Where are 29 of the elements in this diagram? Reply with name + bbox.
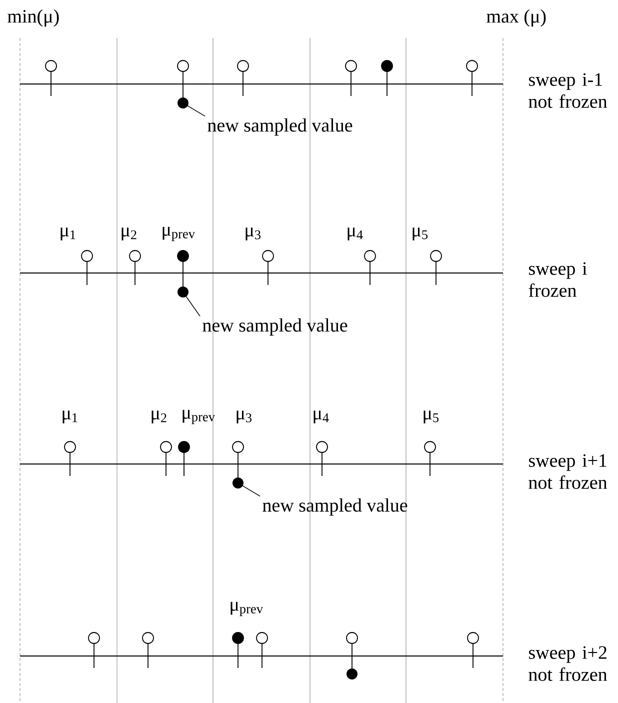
annotation-text: new sampled value — [262, 498, 408, 516]
symbol-label: μ$_{prev}$ — [162, 226, 196, 242]
symbol-label: μ$_{5}$ — [424, 410, 439, 424]
annotation-text: new sampled value — [208, 118, 352, 136]
symbol-label: μ$_{1}$ — [62, 410, 78, 424]
annotation-text: new sampled value — [202, 318, 348, 336]
sample-dot — [232, 478, 244, 488]
symbol-label: μ$_{4}$ — [314, 410, 329, 424]
axis-label: max (μ) — [486, 9, 546, 27]
symbol-label: μ$_{2}$ — [152, 410, 166, 424]
row-label: sweep i+1 not frozen — [528, 454, 608, 489]
symbol-label: μ$_{3}$ — [236, 410, 252, 424]
symbol-label: μ$_{prev}$ — [230, 602, 264, 616]
leader-line — [186, 105, 206, 117]
symbol-label: μ$_{2}$ — [122, 228, 136, 240]
sample-dot — [346, 668, 358, 680]
axis-label: min(μ) — [8, 9, 59, 27]
symbol-label: μ$_{prev}$ — [182, 410, 216, 424]
row-label: sweep i+2 not frozen — [528, 646, 608, 681]
sample-dot — [178, 98, 188, 108]
leader-line — [242, 485, 260, 497]
symbol-label: μ$_{4}$ — [348, 228, 363, 240]
symbol-label: μ$_{1}$ — [60, 228, 76, 240]
symbol-label: μ$_{3}$ — [246, 228, 261, 240]
row-label: sweep i frozen — [528, 262, 587, 297]
symbol-label: μ$_{5}$ — [412, 228, 428, 240]
sample-dot — [178, 286, 188, 298]
leader-line — [185, 295, 200, 317]
row-label: sweep i-1 not frozen — [528, 73, 608, 108]
